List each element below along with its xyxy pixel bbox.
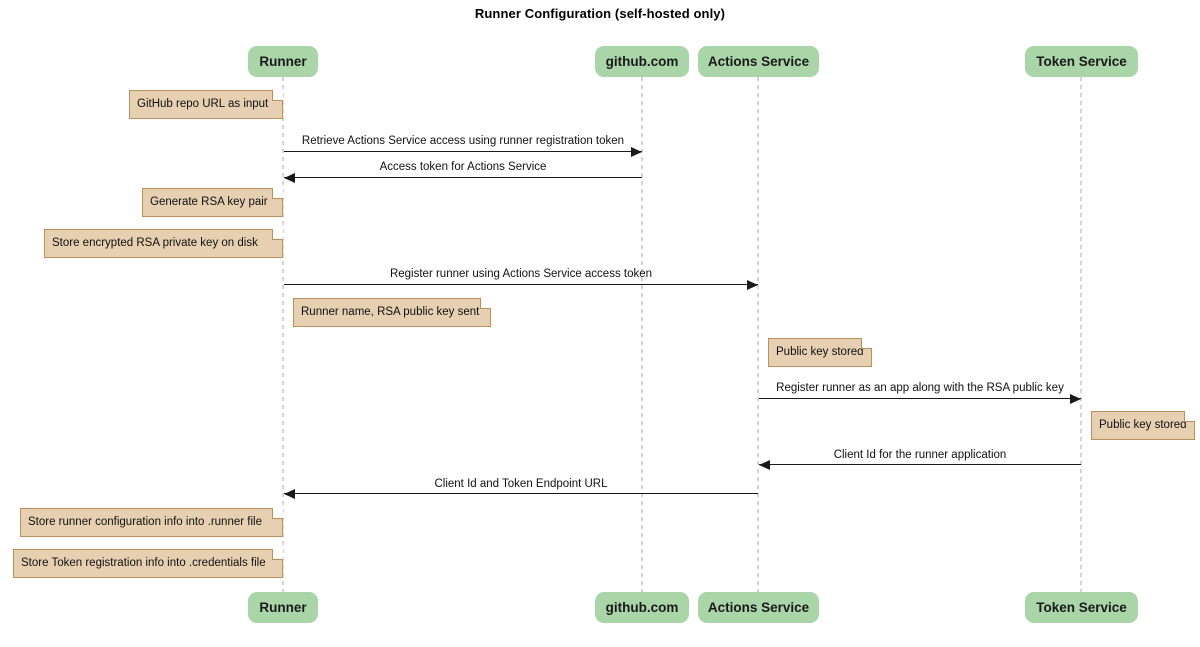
note-text: Store Token registration info into .cred… (21, 556, 266, 569)
note-text: GitHub repo URL as input (137, 97, 269, 110)
note-store-rsa: Store encrypted RSA private key on disk (44, 229, 283, 258)
msg-access-token-line (284, 177, 642, 178)
participant-github-top[interactable]: github.com (595, 46, 689, 77)
participant-label: Actions Service (707, 600, 810, 615)
msg-retrieve-access-label: Retrieve Actions Service access using ru… (301, 135, 625, 147)
note-text: Public key stored (776, 345, 864, 358)
note-text: Runner name, RSA public key sent (301, 305, 480, 318)
note-text: Store encrypted RSA private key on disk (52, 236, 258, 249)
msg-client-id-endpoint-label: Client Id and Token Endpoint URL (434, 478, 608, 490)
msg-register-runner-arrowhead (747, 279, 758, 290)
lifeline-token (1080, 77, 1082, 592)
note-fold-corner-icon (272, 229, 283, 240)
msg-access-token-label: Access token for Actions Service (379, 161, 547, 173)
note-text: Generate RSA key pair (150, 195, 268, 208)
note-runner-name: Runner name, RSA public key sent (293, 298, 491, 327)
note-fold-corner-icon (272, 90, 283, 101)
msg-register-runner-label: Register runner using Actions Service ac… (389, 268, 653, 280)
participant-token-bottom[interactable]: Token Service (1025, 592, 1138, 623)
participant-github-bottom[interactable]: github.com (595, 592, 689, 623)
participant-label: github.com (605, 54, 679, 69)
participant-label: github.com (605, 600, 679, 615)
participant-runner-top[interactable]: Runner (248, 46, 318, 77)
note-fold-corner-icon (1184, 411, 1195, 422)
msg-client-id-line (759, 464, 1081, 465)
lifeline-actions (757, 77, 759, 592)
msg-client-id-endpoint-arrowhead (284, 488, 295, 499)
note-public-key-actions: Public key stored (768, 338, 872, 367)
note-fold-corner-icon (272, 549, 283, 560)
note-store-runner-file: Store runner configuration info into .ru… (20, 508, 283, 537)
note-text: Public key stored (1099, 418, 1187, 431)
msg-access-token-arrowhead (284, 172, 295, 183)
participant-label: Token Service (1036, 600, 1127, 615)
participant-label: Token Service (1036, 54, 1127, 69)
participant-label: Actions Service (707, 54, 810, 69)
participant-actions-top[interactable]: Actions Service (698, 46, 819, 77)
participant-label: Runner (259, 600, 307, 615)
note-fold-corner-icon (272, 508, 283, 519)
lifeline-github (641, 77, 643, 592)
msg-client-id-arrowhead (759, 459, 770, 470)
lifeline-runner (282, 77, 284, 592)
note-fold-corner-icon (272, 188, 283, 199)
note-repo-url: GitHub repo URL as input (129, 90, 283, 119)
participant-token-top[interactable]: Token Service (1025, 46, 1138, 77)
note-fold-corner-icon (861, 338, 872, 349)
msg-client-id-label: Client Id for the runner application (833, 449, 1007, 461)
page-title: Runner Configuration (self-hosted only) (474, 6, 726, 21)
note-public-key-token: Public key stored (1091, 411, 1195, 440)
msg-client-id-endpoint-line (284, 493, 758, 494)
participant-runner-bottom[interactable]: Runner (248, 592, 318, 623)
note-store-credentials: Store Token registration info into .cred… (13, 549, 283, 578)
msg-register-runner-line (284, 284, 758, 285)
msg-retrieve-access-line (284, 151, 642, 152)
note-generate-rsa: Generate RSA key pair (142, 188, 283, 217)
msg-register-app-line (759, 398, 1081, 399)
note-text: Store runner configuration info into .ru… (28, 515, 262, 528)
note-fold-corner-icon (480, 298, 491, 309)
participant-actions-bottom[interactable]: Actions Service (698, 592, 819, 623)
msg-register-app-label: Register runner as an app along with the… (776, 382, 1064, 394)
msg-register-app-arrowhead (1070, 393, 1081, 404)
msg-retrieve-access-arrowhead (631, 146, 642, 157)
participant-label: Runner (259, 54, 307, 69)
